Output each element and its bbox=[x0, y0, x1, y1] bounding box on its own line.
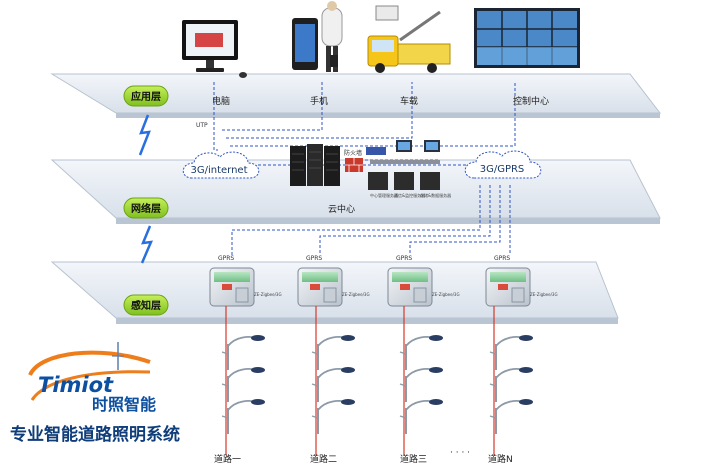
streetlights bbox=[221, 306, 533, 455]
ellipsis: · · · · bbox=[450, 448, 470, 458]
server-rack-icon bbox=[290, 144, 340, 186]
controller-box-icon bbox=[387, 267, 433, 307]
gprs-cloud-label: 3G/GPRS bbox=[480, 164, 525, 175]
server-label: 通信&监控服务器 bbox=[394, 192, 425, 198]
gprs-label: GPRS bbox=[494, 255, 510, 262]
gprs-cloud-icon bbox=[464, 150, 542, 179]
controller-box-icon bbox=[297, 267, 343, 307]
streetlight-icon bbox=[399, 367, 443, 402]
device-label: ZE-Zigbee/3G bbox=[530, 292, 558, 297]
gprs-label: GPRS bbox=[306, 255, 322, 262]
phone-label: 手机 bbox=[310, 95, 328, 107]
monitor-icon bbox=[396, 140, 440, 152]
control-center-label: 控制中心 bbox=[513, 95, 549, 107]
road-label: 道路三 bbox=[400, 453, 427, 465]
firewall-icon bbox=[345, 158, 363, 172]
brand-logo: Timiot bbox=[28, 342, 151, 401]
streetlight-icon bbox=[311, 399, 355, 434]
switch-icon bbox=[366, 147, 440, 164]
svg-text:应用层: 应用层 bbox=[131, 90, 161, 103]
streetlight-icon bbox=[221, 367, 265, 402]
streetlight-icon bbox=[311, 335, 355, 370]
server-label: 存储&数据服务器 bbox=[420, 192, 451, 198]
firewall-label: 防火墙 bbox=[344, 149, 362, 157]
application-layer-label: 应用层 bbox=[123, 85, 169, 107]
vehicle-label: 车载 bbox=[400, 95, 418, 107]
streetlight-icon bbox=[221, 335, 265, 370]
device-label: ZE-Zigbee/3G bbox=[432, 292, 460, 297]
application-layer bbox=[50, 73, 662, 118]
svg-text:网络层: 网络层 bbox=[131, 202, 161, 215]
network-layer-label: 网络层 bbox=[123, 197, 169, 219]
vehicle-icon bbox=[367, 5, 451, 73]
internet-cloud-label: 3G/internet bbox=[190, 165, 247, 176]
wireless-link-icon bbox=[140, 225, 154, 264]
banner-title: 专业智能道路照明系统 bbox=[10, 424, 180, 445]
streetlight-icon bbox=[221, 399, 265, 434]
device-label: ZE-Zigbee/3G bbox=[254, 292, 282, 297]
computer-icon bbox=[182, 20, 247, 78]
cloud-center-label: 云中心 bbox=[328, 203, 355, 215]
wireless-link-icon bbox=[138, 114, 151, 156]
server-unit-icon bbox=[368, 172, 440, 190]
gprs-label: GPRS bbox=[218, 255, 234, 262]
phone-icon bbox=[292, 1, 343, 72]
device-label: ZE-Zigbee/3G bbox=[342, 292, 370, 297]
streetlight-icon bbox=[489, 335, 533, 370]
svg-text:Timiot: Timiot bbox=[38, 373, 114, 397]
streetlight-icon bbox=[399, 399, 443, 434]
svg-text:感知层: 感知层 bbox=[131, 299, 161, 312]
streetlight-icon bbox=[489, 367, 533, 402]
computer-label: 电脑 bbox=[212, 95, 230, 107]
road-label: 道路N bbox=[488, 453, 513, 465]
brand-name: 时照智能 bbox=[92, 395, 156, 414]
road-label: 道路一 bbox=[214, 453, 241, 465]
controller-box-icon bbox=[485, 267, 531, 307]
controller-box-icon bbox=[209, 267, 255, 307]
perception-layer-label: 感知层 bbox=[123, 294, 169, 316]
controllers: GPRS ZE-Zigbee/3G GPRS ZE-Zigbee/3G GPRS ZE-Z… bbox=[209, 255, 558, 307]
internet-cloud-icon bbox=[182, 151, 260, 179]
streetlight-icon bbox=[311, 367, 355, 402]
control-center-icon bbox=[474, 8, 580, 68]
utp-label: UTP bbox=[196, 122, 208, 129]
server-label: 中心管理服务器 bbox=[370, 192, 398, 198]
road-label: 道路二 bbox=[310, 453, 337, 465]
streetlight-icon bbox=[489, 399, 533, 434]
gprs-label: GPRS bbox=[396, 255, 412, 262]
streetlight-icon bbox=[399, 335, 443, 370]
